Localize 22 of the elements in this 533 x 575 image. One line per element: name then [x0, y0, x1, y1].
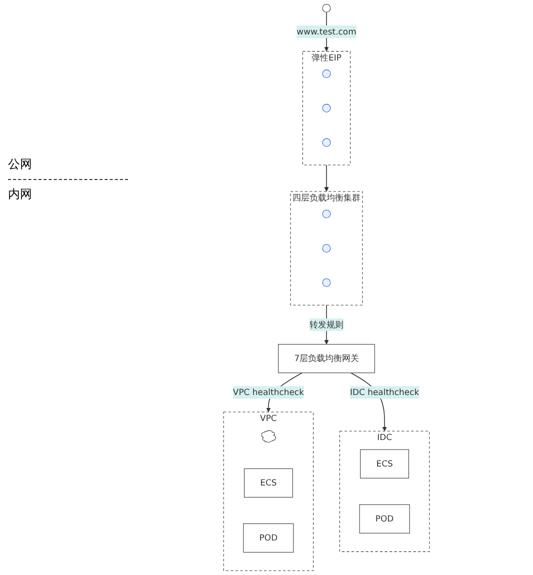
node-box: ECS	[244, 468, 293, 498]
cluster: 弹性EIP	[302, 51, 351, 166]
zone-label: 公网	[8, 156, 33, 173]
arrow	[324, 164, 329, 192]
cluster: 四层负载均衡集群	[290, 191, 363, 306]
node-box: POD	[243, 523, 294, 553]
edge-label: VPC healthcheck	[232, 387, 304, 398]
node-cloud	[261, 430, 276, 443]
node-person	[322, 4, 331, 12]
node-circle	[322, 70, 331, 78]
node-box: ECS	[360, 449, 409, 478]
node-circle	[322, 104, 331, 112]
node-circle	[322, 210, 331, 218]
edge-label: www.test.com	[296, 26, 356, 36]
node-circle	[322, 244, 331, 253]
node-circle	[322, 278, 331, 287]
zone-label: 内网	[8, 186, 33, 203]
node-box: POD	[359, 504, 410, 534]
edge-label: 转发规则	[310, 319, 344, 330]
edge-label: IDC healthcheck	[350, 387, 420, 398]
node-box: 7层负载均衡网关	[278, 344, 375, 374]
node-circle	[322, 138, 331, 147]
